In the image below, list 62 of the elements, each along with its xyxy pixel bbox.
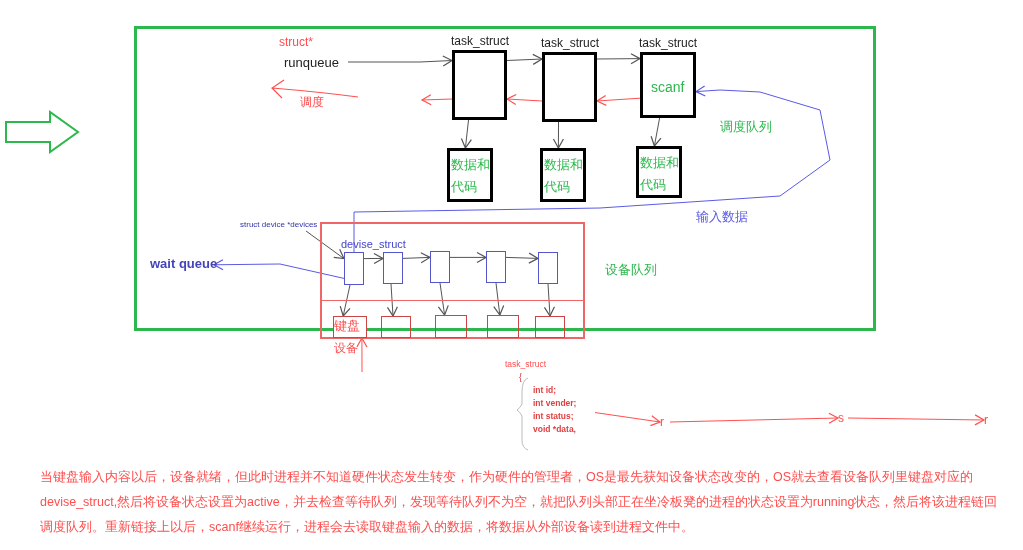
arrow	[552, 121, 565, 149]
data-code-box	[636, 146, 682, 198]
data-label: 数据和代码	[639, 154, 679, 194]
arrow	[363, 252, 384, 265]
state-label: r	[984, 412, 994, 428]
arrow	[493, 282, 505, 316]
device-box	[381, 316, 411, 338]
data-label: 数据和代码	[450, 156, 490, 196]
arrow	[386, 283, 399, 317]
arrow	[356, 337, 368, 373]
arrow	[543, 283, 556, 317]
device-box	[487, 315, 519, 338]
arrow	[596, 94, 641, 106]
arrow	[596, 53, 641, 65]
arrow	[449, 251, 487, 263]
note-label: 调度队列	[720, 120, 772, 133]
code-line: int status;	[532, 410, 575, 423]
data-label: 数据和代码	[543, 156, 583, 196]
state-label: r	[660, 414, 670, 430]
data-code-box	[540, 148, 586, 202]
arrow	[339, 284, 351, 317]
arrow	[650, 117, 662, 147]
struct-heading: task_struct	[639, 37, 698, 49]
arrow	[460, 119, 472, 149]
arrow	[847, 414, 985, 426]
state-label: s	[838, 410, 848, 426]
arrow	[353, 85, 831, 253]
arrow	[402, 252, 431, 264]
device-caption: 设备	[334, 340, 358, 357]
arrow	[421, 94, 453, 106]
code-line: int vender;	[532, 397, 578, 410]
function-label: scanf	[651, 78, 685, 97]
caption: 当键盘输入内容以后，设备就绪，但此时进程并不知道硬件状态发生转变，作为硬件的管理者，OS是最先获知设备状态改变的，OS就去查看设备队列里键盘对应的devise_struct,然后将设备状态设置为active，并去检查等待队列，发现等待队列不为空，就把队列头部正在坐冷板凳的进程的状态设置为running状态，然后将该进程链回调度队列。重新链接上以后，scanf继续运行，进程会去读取键盘输入的数据，将数据从外部设备读到进程文件中。	[40, 469, 999, 536]
devise-struct-box	[383, 252, 403, 284]
queue-caption: 设备队列	[605, 261, 657, 279]
frame-box	[134, 26, 876, 331]
arrow	[505, 252, 539, 264]
devise-struct-box	[430, 251, 450, 283]
arrow	[669, 412, 839, 424]
code-line: task_struct	[505, 358, 548, 371]
arrow	[347, 55, 453, 67]
arrow	[506, 93, 543, 106]
runqueue-label: runqueue	[284, 53, 348, 71]
arrow	[437, 282, 449, 316]
struct-heading: task_struct	[541, 37, 600, 49]
devise-struct-box	[486, 251, 506, 283]
arrow	[506, 53, 543, 65]
note-label: struct*	[279, 36, 313, 48]
code-line: void *data,	[532, 423, 577, 436]
data-code-box	[447, 148, 493, 202]
struct-heading: devise_struct	[341, 239, 406, 250]
code-line: int id;	[532, 384, 558, 397]
struct-heading: task_struct	[451, 35, 510, 47]
note-label: 调度	[300, 96, 324, 108]
device-box	[435, 315, 467, 338]
arrow	[305, 230, 345, 260]
code-line: {	[518, 371, 523, 384]
device-box	[535, 316, 565, 338]
arrow	[594, 412, 661, 427]
device-label: 键盘	[334, 317, 366, 335]
devise-struct-box	[538, 252, 558, 284]
pointer-label: struct device *devices	[240, 219, 350, 231]
